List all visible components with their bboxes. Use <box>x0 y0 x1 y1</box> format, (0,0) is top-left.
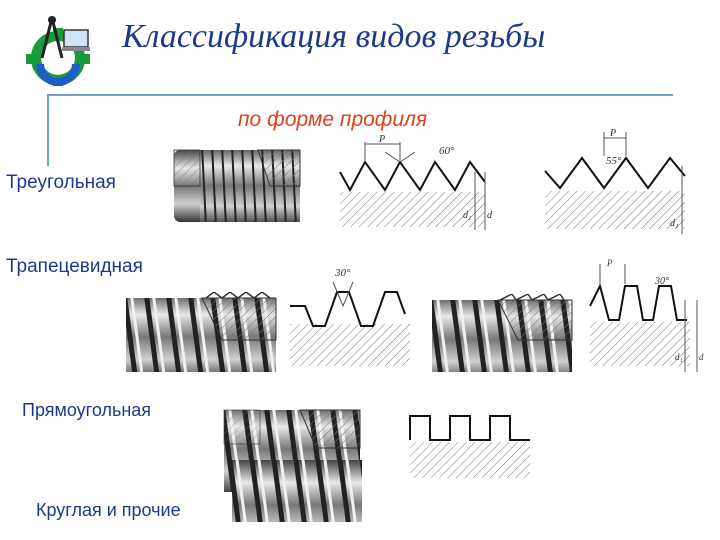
label-trapezoidal: Трапецевидная <box>6 256 143 277</box>
trapezoidal-thread-profile: 30° <box>290 267 410 366</box>
d1-label-buttress: d₁ <box>675 352 683 362</box>
angle-55-label: 55° <box>606 155 622 167</box>
label-round-other: Круглая и прочие <box>36 500 181 520</box>
angle-30-buttress-label: 30° <box>654 276 669 287</box>
d-label: d <box>487 210 493 221</box>
d-label-buttress: d <box>699 352 704 362</box>
subtitle: по форме профиля <box>238 108 428 131</box>
page-title: Классификация видов резьбы <box>122 18 546 55</box>
compass-gear-logo-icon <box>26 16 90 86</box>
title-rule <box>47 94 673 96</box>
round-thread-bolt <box>232 460 362 522</box>
triangular-thread-bolt <box>173 149 301 222</box>
rectangular-thread-profile <box>409 415 530 478</box>
d1-label-55: d₁ <box>670 218 678 229</box>
buttress-thread-bolt <box>432 294 573 372</box>
label-triangular: Треугольная <box>6 172 116 193</box>
pipe-thread-profile: P 55° d₁ <box>544 128 686 234</box>
d1-label: d₁ <box>463 210 471 221</box>
pitch-label: P <box>378 134 385 145</box>
label-rectangular: Прямоугольная <box>22 400 152 420</box>
metric-thread-profile: P 60° d₁ d <box>339 134 493 230</box>
title-rule-vertical <box>47 94 49 166</box>
pitch-label-buttress: P <box>606 258 613 268</box>
buttress-thread-profile: P 30° d₁ d <box>589 258 704 372</box>
angle-30-label: 30° <box>334 267 351 279</box>
trapezoidal-thread-bolt <box>126 292 277 372</box>
pitch-label-55: P <box>609 128 616 139</box>
angle-60-label: 60° <box>439 145 455 157</box>
